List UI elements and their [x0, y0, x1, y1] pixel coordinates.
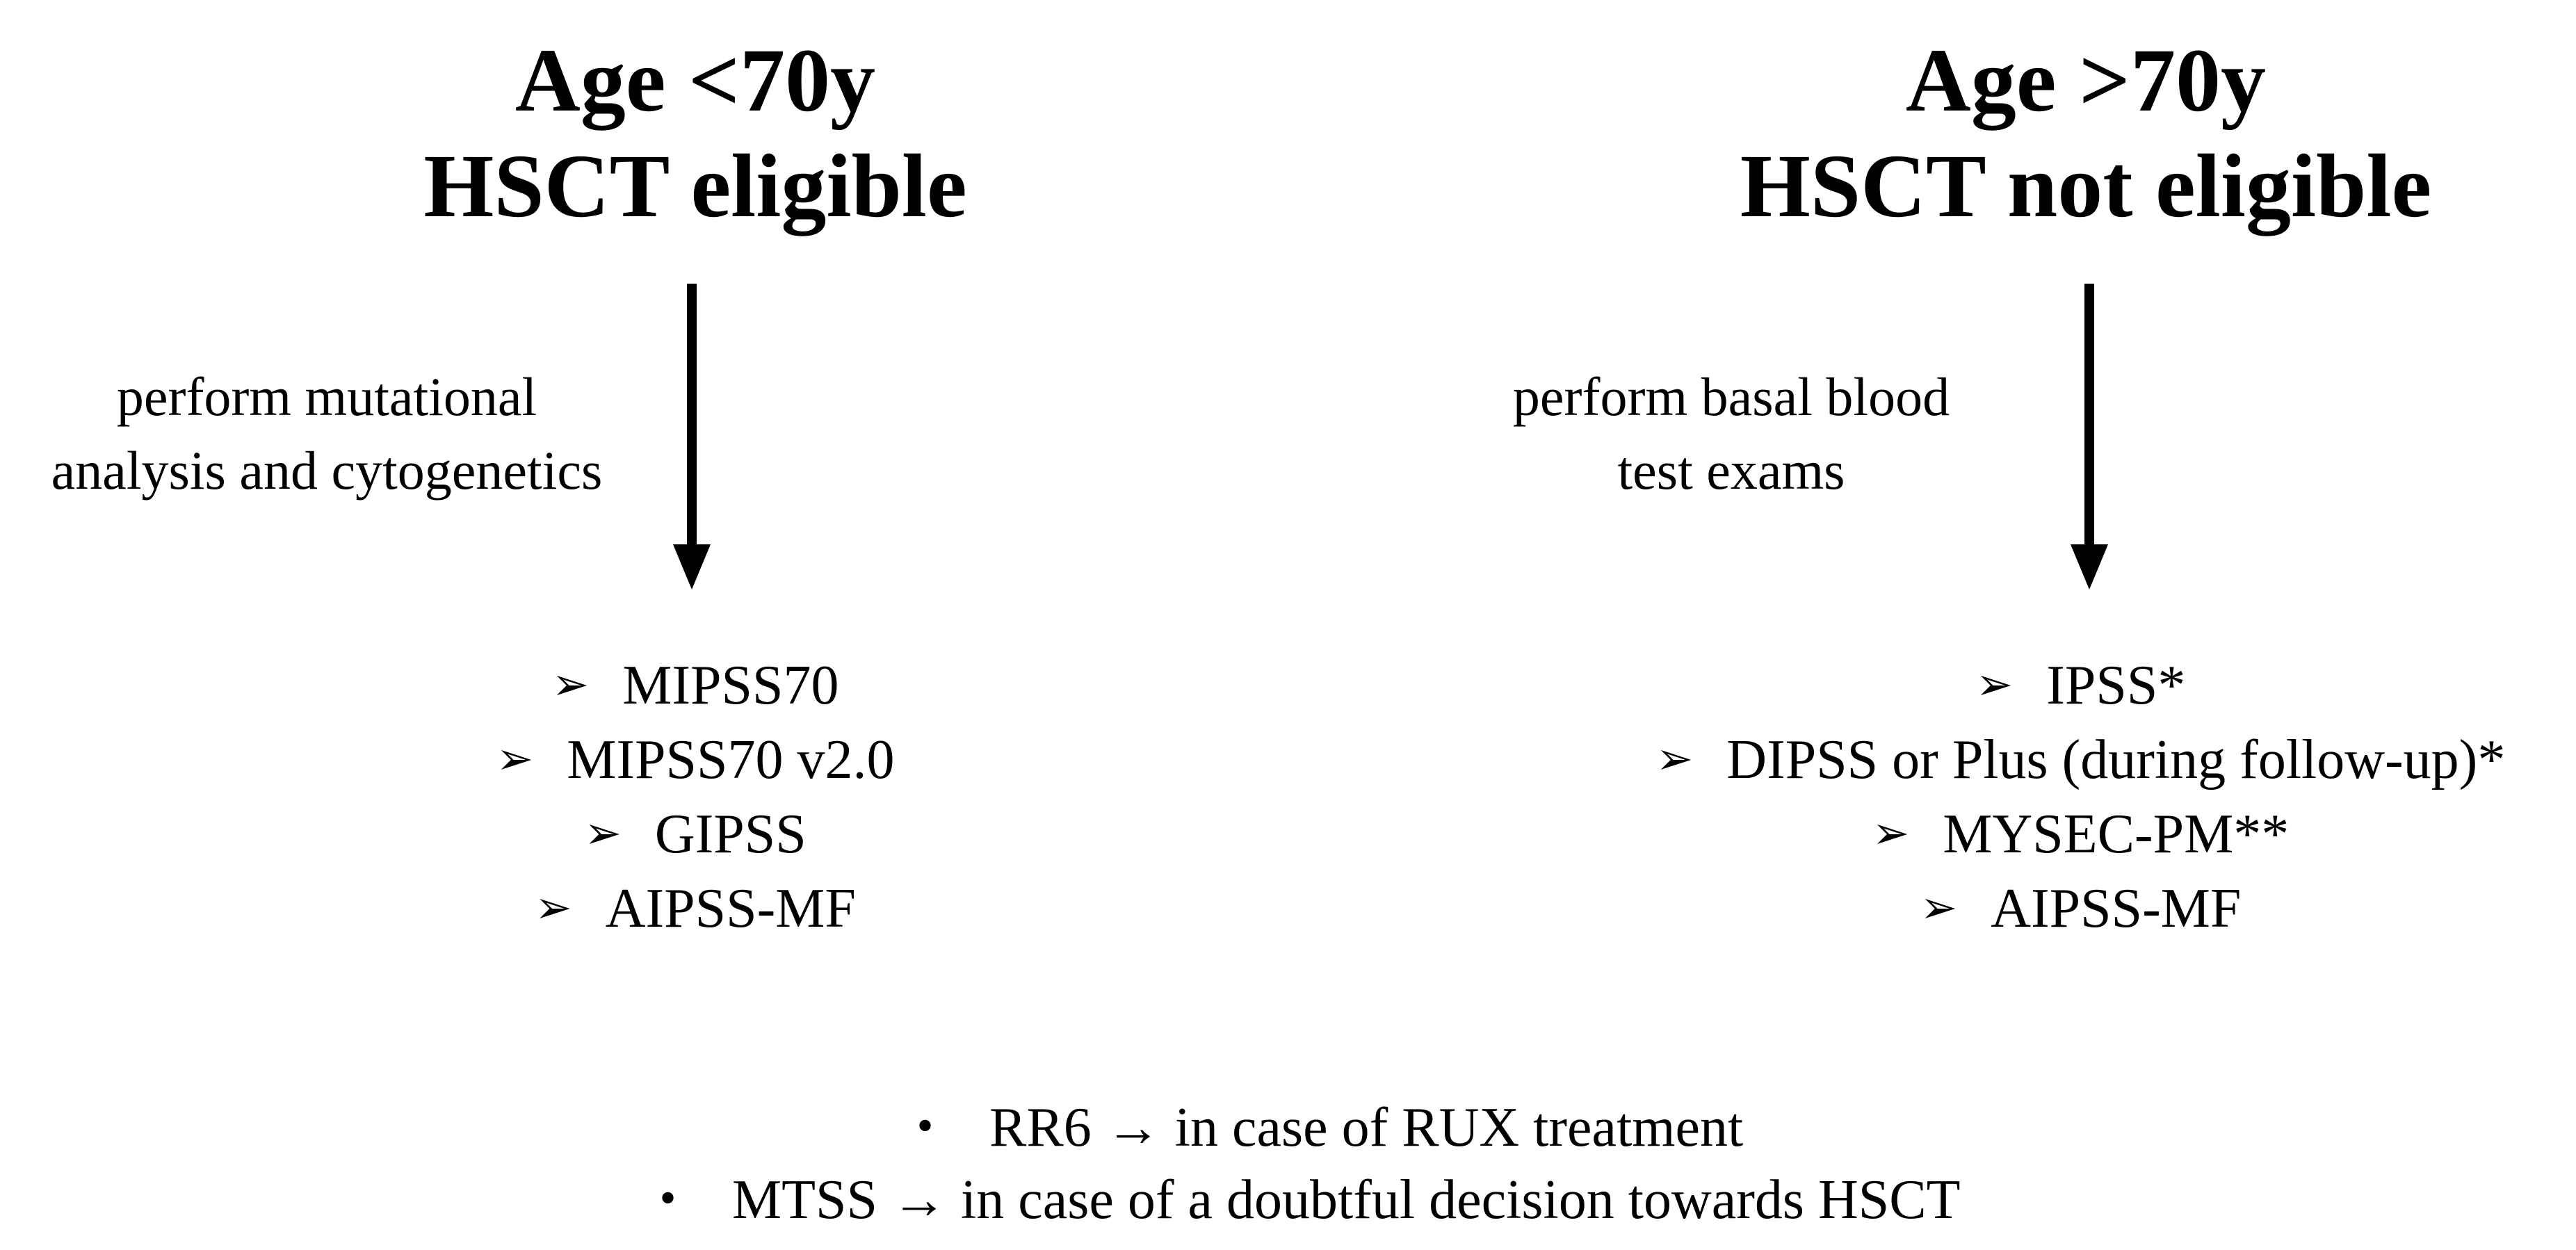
arrowhead-bullet-icon: ➢: [551, 659, 590, 711]
list-item: ➢ MIPSS70 v2.0: [348, 722, 1043, 797]
right-note-line1: perform basal blood: [1512, 366, 1950, 427]
right-title-line2: HSCT not eligible: [1740, 136, 2432, 236]
score-name: AIPSS-MF: [1991, 878, 2242, 939]
bullet-icon: •: [914, 1105, 937, 1150]
left-note-line2: analysis and cytogenetics: [51, 440, 603, 501]
list-item: ➢ DIPSS or Plus (during follow-up)*: [1585, 722, 2576, 797]
bottom-note-text: MTSS → in case of a doubtful decision to…: [732, 1169, 1961, 1231]
score-name: GIPSS: [654, 804, 807, 865]
right-branch-title: Age >70y HSCT not eligible: [1669, 28, 2503, 239]
bottom-note-text: RR6 → in case of RUX treatment: [989, 1097, 1744, 1158]
right-down-arrow-icon: [2071, 284, 2108, 590]
bullet-icon: •: [656, 1177, 680, 1222]
score-name: IPSS*: [2046, 655, 2186, 716]
left-score-list: ➢ MIPSS70 ➢ MIPSS70 v2.0 ➢ GIPSS ➢ AIPSS-MF: [348, 648, 1043, 945]
left-title-line2: HSCT eligible: [423, 136, 967, 236]
list-item: ➢ AIPSS-MF: [348, 871, 1043, 945]
left-arrow-note: perform mutational analysis and cytogene…: [0, 360, 654, 508]
arrowhead-bullet-icon: ➢: [1872, 808, 1910, 859]
list-item: ➢ IPSS*: [1585, 648, 2576, 722]
score-name: AIPSS-MF: [605, 878, 856, 939]
score-name: MYSEC-PM**: [1943, 804, 2290, 865]
left-down-arrow-icon: [673, 284, 711, 590]
arrowhead-bullet-icon: ➢: [1655, 733, 1694, 785]
arrowhead-bullet-icon: ➢: [584, 808, 622, 859]
left-title-line1: Age <70y: [515, 31, 876, 131]
arrowhead-bullet-icon: ➢: [496, 733, 534, 785]
score-name: MIPSS70: [622, 655, 839, 716]
arrowhead-bullet-icon: ➢: [535, 882, 572, 934]
list-item: ➢ MYSEC-PM**: [1585, 797, 2576, 871]
arrowhead-bullet-icon: ➢: [1920, 882, 1958, 934]
arrowhead-bullet-icon: ➢: [1975, 659, 2014, 711]
right-title-line1: Age >70y: [1905, 31, 2267, 131]
right-note-line2: test exams: [1617, 440, 1845, 501]
score-name: MIPSS70 v2.0: [567, 729, 895, 790]
bottom-notes-list: • RR6 → in case of RUX treatment • MTSS → …: [656, 1091, 2116, 1236]
score-name: DIPSS or Plus (during follow-up)*: [1726, 729, 2506, 790]
list-item: ➢ MIPSS70: [348, 648, 1043, 722]
list-item: • MTSS → in case of a doubtful decision t…: [656, 1164, 2116, 1236]
right-score-list: ➢ IPSS* ➢ DIPSS or Plus (during follow-up)…: [1585, 648, 2576, 945]
list-item: ➢ AIPSS-MF: [1585, 871, 2576, 945]
left-branch-title: Age <70y HSCT eligible: [348, 28, 1043, 239]
right-arrow-note: perform basal blood test exams: [1398, 360, 2065, 508]
list-item: • RR6 → in case of RUX treatment: [656, 1091, 2116, 1164]
left-note-line1: perform mutational: [116, 366, 537, 427]
list-item: ➢ GIPSS: [348, 797, 1043, 871]
